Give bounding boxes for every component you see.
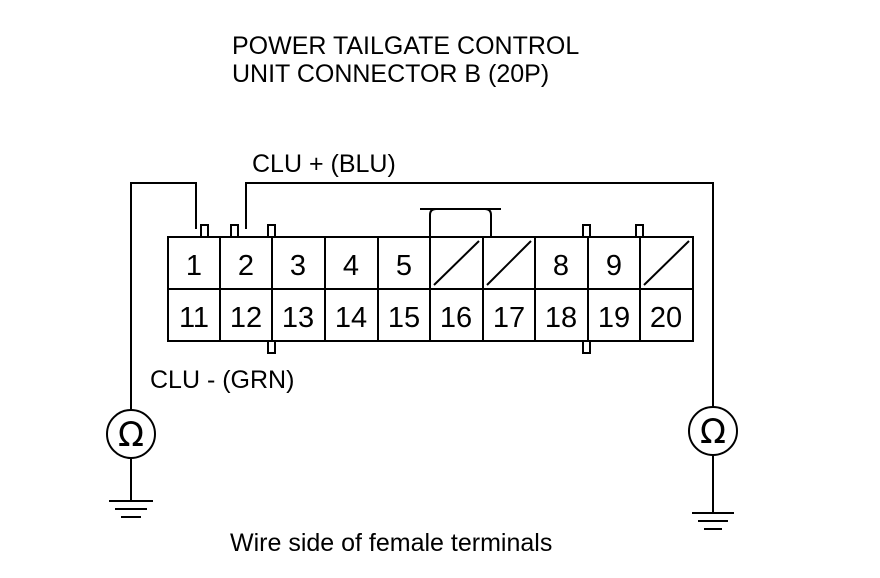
clu-plus-label: CLU + (BLU) <box>252 150 396 178</box>
bottom-row-numbers: 11 12 13 14 15 16 17 18 19 20 <box>179 302 682 334</box>
terminal-11: 11 <box>179 302 209 334</box>
diagram-title-line-1: POWER TAILGATE CONTROL <box>232 32 580 60</box>
column-dividers <box>219 237 641 341</box>
terminal-18: 18 <box>545 302 577 334</box>
clu-plus-wire <box>245 182 714 407</box>
terminal-19: 19 <box>598 302 630 334</box>
unused-cell-slashes <box>433 240 690 286</box>
clu-minus-wire <box>130 182 197 411</box>
top-row-numbers: 1 2 3 4 5 8 9 <box>186 250 622 282</box>
left-ground-icon <box>109 500 153 518</box>
terminal-5: 5 <box>396 250 412 282</box>
terminal-marks <box>200 224 644 354</box>
right-ohm-symbol: Ω <box>700 412 726 452</box>
terminal-12: 12 <box>230 302 262 334</box>
left-ohm-symbol: Ω <box>118 415 144 455</box>
terminal-20: 20 <box>650 302 682 334</box>
terminal-2: 2 <box>238 250 254 282</box>
terminal-13: 13 <box>282 302 314 334</box>
terminal-15: 15 <box>388 302 420 334</box>
terminal-16: 16 <box>440 302 472 334</box>
clu-minus-label: CLU - (GRN) <box>150 366 295 394</box>
terminal-1: 1 <box>186 250 202 282</box>
diagram-caption: Wire side of female terminals <box>230 529 553 557</box>
right-ground-icon <box>692 512 734 530</box>
terminal-14: 14 <box>335 302 367 334</box>
terminal-4: 4 <box>343 250 359 282</box>
terminal-8: 8 <box>553 250 569 282</box>
terminal-9: 9 <box>606 250 622 282</box>
terminal-3: 3 <box>290 250 306 282</box>
diagram-title-line-2: UNIT CONNECTOR B (20P) <box>232 60 550 88</box>
locking-tab <box>429 208 492 237</box>
terminal-17: 17 <box>493 302 525 334</box>
